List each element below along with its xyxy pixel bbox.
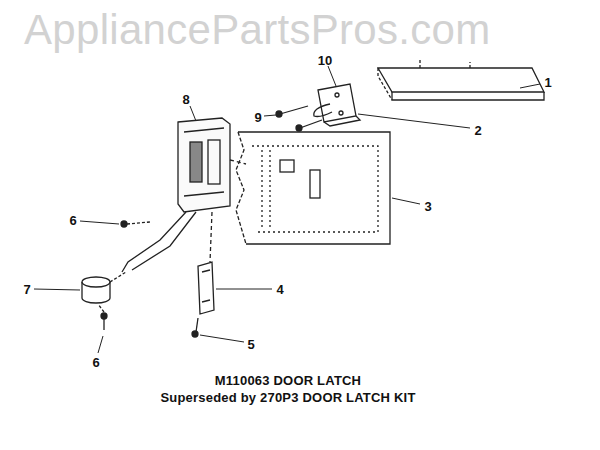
leader-line bbox=[328, 66, 336, 86]
part-latch-mechanism bbox=[184, 128, 224, 196]
callout-number: 6 bbox=[92, 355, 99, 370]
callout-number-holder: 2 bbox=[478, 130, 485, 145]
part-strip bbox=[192, 262, 214, 337]
caption-line: Superseded by 270P3 DOOR LATCH KIT bbox=[160, 390, 415, 405]
part-latch-mechanism bbox=[132, 212, 196, 270]
callout-number: 6 bbox=[69, 213, 76, 228]
leader-line bbox=[392, 198, 420, 204]
leader-line bbox=[190, 106, 196, 121]
callout-number: 9 bbox=[254, 110, 261, 125]
part-latch-plate bbox=[324, 116, 360, 126]
part-panel bbox=[238, 132, 390, 244]
part-panel bbox=[280, 160, 294, 172]
part-latch-mechanism bbox=[230, 160, 246, 164]
callout-number: 8 bbox=[182, 92, 189, 107]
leader-line bbox=[264, 115, 276, 116]
callout-number-holder: 4 bbox=[280, 289, 287, 304]
callout-number-holder: 6 bbox=[96, 362, 103, 377]
part-latch-mechanism bbox=[208, 140, 220, 184]
leader-line bbox=[98, 336, 103, 353]
part-bracket bbox=[378, 68, 544, 92]
callout-number: 2 bbox=[474, 123, 481, 138]
screw bbox=[280, 106, 308, 114]
part-panel bbox=[262, 150, 270, 228]
callout-number-holder: 6 bbox=[73, 220, 80, 235]
watermark-holder: AppliancePartsPros.com bbox=[24, 6, 490, 54]
screw bbox=[121, 221, 127, 227]
part-latch-plate bbox=[339, 111, 343, 115]
screw bbox=[276, 106, 322, 131]
callout-number: 5 bbox=[247, 337, 254, 352]
part-knob bbox=[82, 277, 110, 287]
callout-number: 4 bbox=[276, 282, 283, 297]
leader-line bbox=[216, 289, 272, 290]
part-latch-mechanism bbox=[210, 212, 212, 262]
part-panel bbox=[236, 132, 390, 244]
screw bbox=[103, 318, 104, 330]
caption-line: M110063 DOOR LATCH bbox=[215, 373, 361, 388]
screw bbox=[98, 304, 104, 312]
callout-number: 3 bbox=[424, 199, 431, 214]
part-latch-plate bbox=[335, 93, 339, 97]
part-latch-plate bbox=[314, 84, 360, 126]
part-bracket bbox=[378, 68, 392, 100]
part-bracket bbox=[378, 60, 544, 100]
part-panel bbox=[310, 170, 320, 198]
part-latch-mechanism bbox=[178, 118, 230, 212]
part-latch-mechanism bbox=[122, 212, 186, 272]
part-latch-mechanism bbox=[122, 118, 246, 272]
callout-number-holder: 10 bbox=[325, 60, 339, 75]
callout-number: 7 bbox=[23, 282, 30, 297]
part-strip bbox=[196, 318, 198, 332]
callout-number-holder: 7 bbox=[27, 289, 34, 304]
screw bbox=[296, 125, 302, 131]
callout-number-holder: 3 bbox=[428, 206, 435, 221]
part-latch-mechanism bbox=[190, 142, 202, 182]
leader-line bbox=[358, 114, 470, 128]
screw bbox=[127, 222, 150, 224]
callout-number: 1 bbox=[544, 75, 551, 90]
callout-number-holder: 1 bbox=[548, 82, 555, 97]
part-strip bbox=[192, 331, 198, 337]
screw bbox=[276, 111, 282, 117]
part-bracket bbox=[392, 92, 544, 100]
part-knob bbox=[82, 272, 126, 303]
leader-line bbox=[34, 289, 80, 290]
screw bbox=[98, 221, 150, 330]
callout-number-holder: 5 bbox=[251, 344, 258, 359]
caption-line-holder: Superseded by 270P3 DOOR LATCH KIT bbox=[288, 397, 543, 412]
screw bbox=[300, 120, 322, 128]
leader-line bbox=[80, 221, 119, 224]
callout-number: 10 bbox=[318, 53, 332, 68]
part-knob bbox=[82, 282, 110, 303]
part-bracket bbox=[420, 60, 470, 68]
leader-line bbox=[520, 84, 540, 88]
leader-line bbox=[34, 66, 540, 353]
leader-line bbox=[200, 335, 244, 342]
callout-number-holder: 9 bbox=[258, 117, 265, 132]
watermark: AppliancePartsPros.com bbox=[24, 6, 490, 54]
part-latch-plate bbox=[314, 104, 332, 117]
part-strip bbox=[198, 262, 214, 314]
part-latch-plate bbox=[318, 84, 356, 122]
callout-number-holder: 8 bbox=[186, 99, 193, 114]
part-strip bbox=[202, 270, 210, 302]
part-panel bbox=[236, 132, 246, 244]
part-knob bbox=[110, 272, 126, 282]
screw bbox=[101, 313, 107, 319]
part-panel bbox=[252, 146, 378, 232]
